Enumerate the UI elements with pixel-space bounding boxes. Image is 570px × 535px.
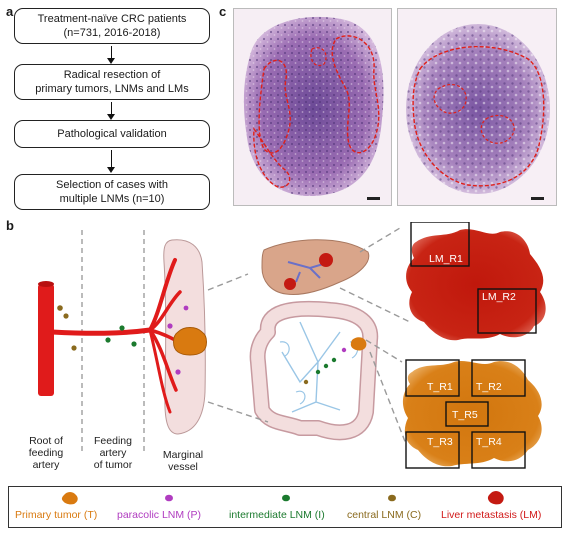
primary-tumor <box>173 327 207 356</box>
lymph-nodes <box>57 305 189 375</box>
colon-illustration <box>249 300 379 441</box>
region-label-t-r1: T_R1 <box>427 381 453 393</box>
connector-lines <box>207 227 411 445</box>
marginal-line2: vessel <box>168 461 198 473</box>
flow-step-2: Radical resection of primary tumors, LNMs… <box>14 64 210 100</box>
central-lnm-icon <box>388 494 396 502</box>
label-marginal-vessel: Marginal vessel <box>150 449 216 473</box>
flow-step-4-line1: Selection of cases with <box>56 179 168 191</box>
region-label-lm-r2: LM_R2 <box>482 291 516 303</box>
root-line1: Root of <box>29 435 63 447</box>
intermediate-lnm-icon <box>282 494 290 502</box>
feeding-artery <box>49 258 184 414</box>
feeding-line3: of tumor <box>93 459 133 471</box>
region-label-t-r4: T_R4 <box>476 436 502 448</box>
root-line2: feeding <box>28 447 64 459</box>
liver-illustration <box>261 239 370 295</box>
histology-image-left <box>233 8 392 206</box>
flow-step-2-line2: primary tumors, LNMs and LMs <box>35 83 189 95</box>
flow-step-1-line1: Treatment-naïve CRC patients <box>37 13 187 25</box>
region-label-lm-r1: LM_R1 <box>429 253 463 265</box>
primary-tumor-sample <box>402 359 542 469</box>
region-label-t-r3: T_R3 <box>427 436 453 448</box>
legend-intermediate-lnm: intermediate LNM (I) <box>229 509 325 521</box>
panel-label-c: c <box>219 4 227 19</box>
feeding-line1: Feeding <box>94 435 132 447</box>
liver-metastasis-icon <box>487 491 504 505</box>
feeding-line2: artery <box>99 447 127 459</box>
scale-bar-icon <box>531 197 544 200</box>
legend: Primary tumor (T) paracolic LNM (P) inte… <box>8 486 562 528</box>
primary-tumor-icon <box>61 492 78 505</box>
panel-label-a: a <box>6 4 14 19</box>
legend-primary-tumor: Primary tumor (T) <box>15 509 98 521</box>
scale-bar-icon <box>367 197 380 200</box>
flow-step-4-line2: multiple LNMs (n=10) <box>59 193 165 205</box>
liver-metastasis-sample <box>406 222 546 341</box>
panel-label-b: b <box>6 218 14 233</box>
label-root-of-feeding-artery: Root of feeding artery <box>14 435 78 471</box>
schematic-diagram <box>38 222 546 469</box>
histology-image-right <box>397 8 557 206</box>
label-feeding-artery-of-tumor: Feeding artery of tumor <box>82 435 144 471</box>
root-line3: artery <box>32 459 60 471</box>
paracolic-lnm-icon <box>165 494 173 502</box>
marginal-line1: Marginal <box>162 449 204 461</box>
aorta-illustration <box>38 281 54 396</box>
flow-step-3-line1: Pathological validation <box>57 128 167 140</box>
region-label-t-r5: T_R5 <box>452 409 478 421</box>
flow-step-1: Treatment-naïve CRC patients (n=731, 2016… <box>14 8 210 44</box>
flow-step-3: Pathological validation <box>14 120 210 148</box>
legend-paracolic-lnm: paracolic LNM (P) <box>117 509 202 521</box>
legend-liver-metastasis: Liver metastasis (LM) <box>441 509 542 521</box>
flow-step-4: Selection of cases with multiple LNMs (n=… <box>14 174 210 210</box>
flow-step-2-line1: Radical resection of <box>63 69 161 81</box>
flow-step-1-line2: (n=731, 2016-2018) <box>63 27 161 39</box>
legend-central-lnm: central LNM (C) <box>347 509 422 521</box>
region-label-t-r2: T_R2 <box>476 381 502 393</box>
